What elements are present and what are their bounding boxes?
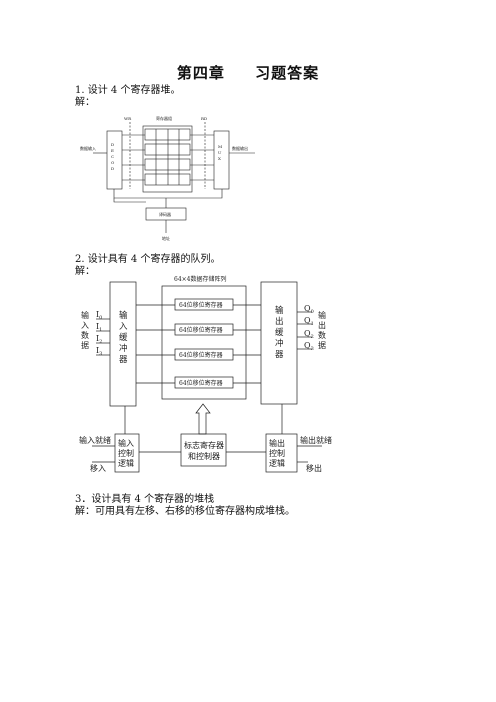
output-line-label: Q3 (304, 341, 314, 352)
chapter-title: 第四章 (176, 64, 225, 82)
shift-register-label: 64位移位寄存器 (179, 379, 223, 387)
mux-left-letter: D (111, 142, 114, 147)
input-logic-text: 控制 (118, 448, 134, 458)
answer-label-1: 解： (75, 97, 95, 108)
question-1: 1. 设计 4 个寄存器堆。 (75, 85, 181, 96)
flag-ctrl-text: 标志寄存器 (184, 440, 224, 450)
address-label: 地址 (162, 235, 170, 241)
rd-label: RD (201, 116, 207, 121)
input-data-char: 数 (81, 330, 89, 340)
mux-left-letter: E (111, 148, 114, 153)
output-line-label: Q0 (304, 304, 314, 315)
output-logic-text: 控制 (269, 448, 285, 458)
output-buffer-char: 冲 (275, 338, 284, 349)
register-row (144, 158, 191, 171)
output-data-char: 输 (318, 310, 326, 320)
question-3: 3．设计具有 4 个寄存器的堆栈 (75, 494, 215, 505)
shift-register-label: 64位移位寄存器 (179, 326, 223, 334)
input-buffer-block (109, 281, 137, 407)
question-2: 2. 设计具有 4 个寄存器的队列。 (75, 254, 221, 265)
decoder-block (106, 130, 123, 190)
storage-array-block (161, 285, 247, 400)
input-line-label: I3 (96, 346, 102, 357)
input-logic-text: 逻辑 (118, 458, 134, 468)
data-input-label: 数据输入 (80, 145, 96, 151)
output-control-logic-block (265, 433, 298, 473)
shift-out-label: 移出 (306, 463, 322, 473)
input-data-char: 入 (81, 321, 89, 330)
input-control-logic-block (114, 433, 140, 473)
wr-label: WR (124, 116, 132, 121)
data-output-label: 数据输出 (232, 145, 248, 151)
output-line-label: Q1 (304, 316, 314, 327)
input-data-char: 据 (81, 340, 89, 350)
output-data-char: 据 (318, 340, 326, 350)
input-buffer-char: 缓 (119, 332, 128, 343)
shift-in-label: 移入 (90, 463, 106, 473)
register-array-label: 寄存器组 (156, 115, 172, 121)
register-array (142, 125, 193, 193)
output-line-label: Q2 (304, 329, 314, 340)
register-row (144, 128, 191, 141)
answer-3: 解：可用具有左移、右移的移位寄存器构成堆栈。 (75, 506, 295, 517)
mux-left-letter: O (111, 160, 115, 165)
input-buffer-char: 器 (119, 355, 128, 365)
output-buffer-char: 缓 (275, 327, 284, 338)
input-line-label: I0 (96, 310, 102, 321)
mux-right-letter: M (218, 144, 222, 149)
shift-register-label: 64位移位寄存器 (179, 301, 223, 309)
output-data-char: 数 (318, 330, 326, 340)
shift-register-label: 64位移位寄存器 (179, 351, 223, 359)
output-logic-text: 逻辑 (269, 458, 285, 468)
output-ready-label: 输出就绪 (300, 435, 332, 445)
mux-right-letter: U (218, 150, 222, 155)
input-data-char: 输 (81, 310, 89, 320)
control-arrow (195, 403, 211, 435)
shift-register-box (174, 348, 234, 361)
input-buffer-char: 入 (119, 322, 128, 332)
page-title: 第四章 习题答案 (0, 62, 496, 83)
input-ready-label: 输入就绪 (79, 435, 111, 445)
answer-label-2: 解： (75, 266, 95, 277)
array-title: 64×4数据存储阵列 (174, 275, 226, 283)
input-line-label: I2 (96, 334, 102, 345)
flag-ctrl-text: 和控制器 (188, 451, 220, 461)
chapter-subtitle: 习题答案 (255, 64, 320, 82)
input-buffer-char: 冲 (119, 343, 128, 354)
register-row (144, 173, 191, 186)
output-data-char: 出 (318, 320, 326, 330)
output-buffer-char: 输 (275, 305, 284, 316)
mux-left-letter: C (111, 154, 114, 159)
register-row (144, 143, 191, 156)
mux-block (213, 130, 230, 190)
mux-left-letter: D (111, 166, 114, 171)
shift-register-box (174, 323, 234, 336)
output-logic-text: 输出 (269, 438, 285, 448)
decoder-label: 译码器 (159, 211, 171, 217)
shift-register-box (174, 298, 234, 311)
shift-register-box (174, 376, 234, 389)
output-buffer-char: 出 (275, 316, 284, 327)
mux-right-letter: X (218, 156, 221, 161)
flag-controller-block (180, 433, 227, 467)
input-line-label: I1 (96, 322, 102, 333)
input-logic-text: 输入 (118, 438, 134, 448)
input-buffer-char: 输 (119, 310, 128, 321)
output-buffer-block (260, 281, 298, 405)
output-buffer-char: 器 (275, 350, 284, 360)
